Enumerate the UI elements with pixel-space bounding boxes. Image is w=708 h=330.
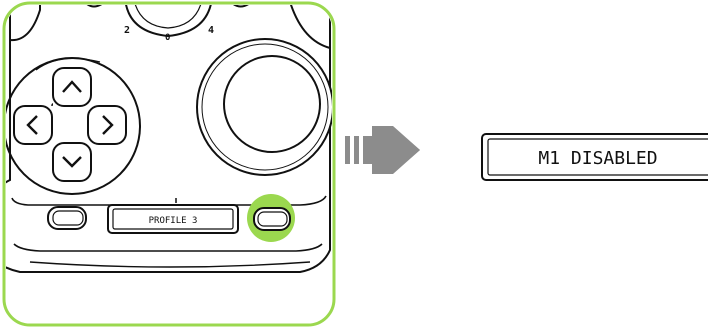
profile-dial-inner [133, 5, 203, 29]
analog-stick-cap [223, 55, 321, 153]
dpad-down-button[interactable] [52, 142, 92, 182]
chevron-up-icon [62, 80, 82, 93]
profile-button-left[interactable] [47, 206, 87, 230]
dial-mark-center: 0 [165, 33, 170, 43]
profile-display-text: PROFILE 3 [149, 216, 198, 226]
top-left-button [9, 5, 41, 42]
result-display-text: M1 DISABLED [538, 148, 657, 169]
top-right-button [287, 5, 331, 49]
profile-dial [124, 5, 213, 38]
controller-body-outline [6, 5, 331, 273]
controller-closeup: 2 0 4 [2, 1, 336, 327]
dial-mark-left: 2 [124, 25, 130, 36]
dial-mark-right: 4 [208, 25, 214, 36]
profile-button-right[interactable] [253, 207, 291, 231]
dpad-housing-highlight [35, 57, 101, 71]
right-analog-stick[interactable] [196, 38, 333, 176]
dpad-up-button[interactable] [52, 67, 92, 107]
chevron-down-icon [62, 156, 82, 168]
chevron-right-icon [102, 115, 114, 135]
profile-display: PROFILE 3 [107, 204, 239, 234]
dpad-right-button[interactable] [87, 105, 127, 145]
dpad-left-button[interactable] [13, 105, 53, 145]
top-button-right [224, 5, 259, 8]
result-display: M1 DISABLED [481, 133, 708, 181]
controller-bottom-edge [13, 243, 323, 252]
controller-grip-edge [29, 261, 311, 268]
result-arrow [345, 126, 420, 174]
chevron-left-icon [26, 115, 38, 135]
top-button-left [79, 5, 113, 8]
